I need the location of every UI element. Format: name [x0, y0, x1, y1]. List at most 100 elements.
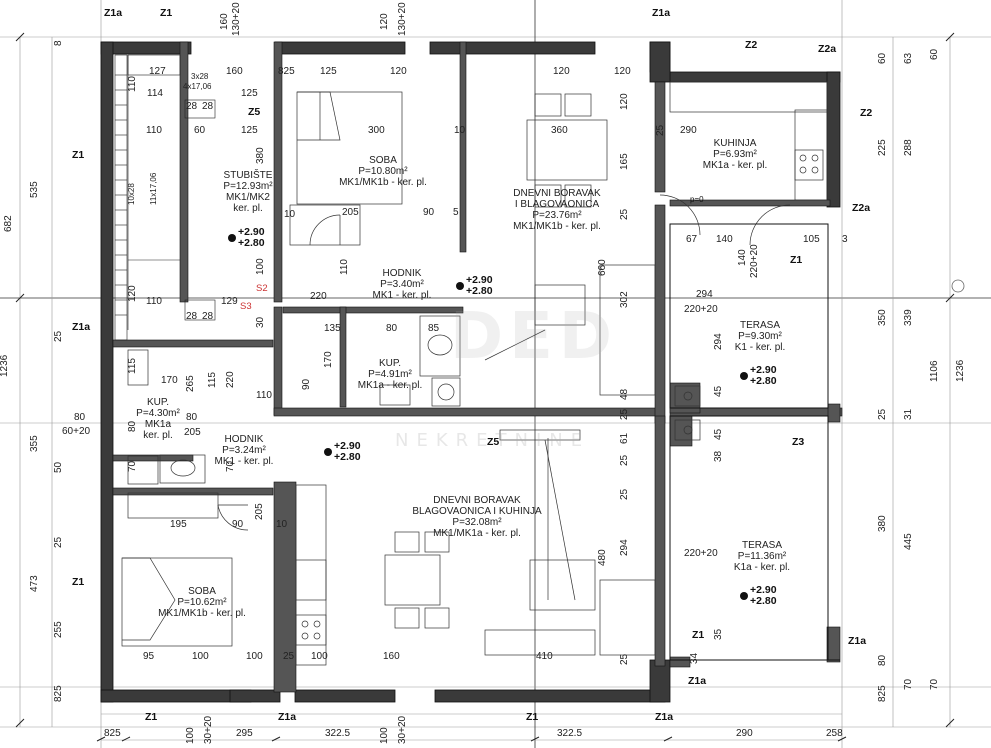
- room-name-2: BLAGOVAONICA I KUHINJA: [412, 506, 542, 517]
- inner-dim: 45: [713, 428, 724, 440]
- inner-dim: 100: [255, 258, 266, 275]
- level-markers: [228, 234, 748, 600]
- level-lower: +2.80: [750, 375, 777, 387]
- inner-dim: 60: [194, 125, 206, 136]
- inner-dim: 80: [127, 420, 138, 432]
- inner-dim: 90: [423, 207, 435, 218]
- level-label: +2.90+2.80: [334, 441, 361, 463]
- left-dim: 473: [29, 575, 40, 592]
- inner-dim: 25: [619, 208, 630, 220]
- inner-dim: 360: [551, 125, 568, 136]
- room-stubiste: STUBIŠTE P=12.93m² MK1/MK2 ker. pl.: [223, 170, 272, 214]
- inner-dim: 67: [686, 234, 698, 245]
- bottom-dim: 100: [185, 727, 196, 744]
- right-dim: 225: [877, 139, 888, 156]
- wall-label: Z1: [692, 629, 705, 641]
- wall-label: Z1a: [652, 7, 671, 19]
- right-dim: 80: [877, 654, 888, 666]
- room-kup-top: KUP. P=4.91m² MK1a - ker. pl.: [358, 358, 422, 391]
- inner-dim: 205: [184, 427, 201, 438]
- room-name: DNEVNI BORAVAK: [513, 188, 601, 199]
- room-kup-left: KUP. P=4.30m² MK1a ker. pl.: [136, 397, 180, 441]
- bottom-dim: 322.5: [557, 728, 583, 739]
- room-area: P=11.36m²: [737, 551, 787, 562]
- wall-label: Z5: [487, 436, 500, 448]
- top-dim: 130+20: [231, 2, 242, 36]
- room-hodnik-bottom: HODNIK P=3.24m² MK1 - ker. pl.: [215, 434, 274, 467]
- inner-dim: 100: [246, 651, 263, 662]
- inner-dim: 10: [276, 519, 288, 530]
- inner-dim: 170: [161, 375, 178, 386]
- level-upper: +2.90: [238, 226, 265, 238]
- inner-dim: 125: [320, 66, 337, 77]
- inner-dim: 220+20: [684, 548, 718, 559]
- inner-dim: 114: [147, 88, 163, 99]
- room-finish: ker. pl.: [233, 203, 263, 214]
- room-area: P=10.62m²: [177, 597, 227, 608]
- level-upper: +2.90: [750, 584, 777, 596]
- inner-dim: 38: [713, 450, 724, 462]
- room-terasa-bottom: TERASA P=11.36m² K1a - ker. pl.: [734, 540, 790, 573]
- left-dim: 535: [29, 181, 40, 198]
- right-dim: 1236: [955, 359, 966, 382]
- inner-dim: 205: [254, 503, 265, 520]
- right-dim: 63: [903, 52, 914, 64]
- room-dnevni-bottom: DNEVNI BORAVAK BLAGOVAONICA I KUHINJA P=…: [412, 495, 541, 539]
- left-dim: 825: [53, 685, 64, 702]
- room-area: P=3.40m²: [380, 279, 424, 290]
- inner-dim: 90: [232, 519, 244, 530]
- level-lower: +2.80: [334, 451, 361, 463]
- inner-dim: 34: [689, 652, 700, 664]
- inner-dim: 35: [713, 628, 724, 640]
- inner-dim: 380: [255, 147, 266, 164]
- inner-dim: 10: [454, 125, 466, 136]
- inner-dim: 129: [221, 296, 238, 307]
- room-material: MK1a: [144, 419, 172, 430]
- top-dim: 130+20: [397, 2, 408, 36]
- inner-dim: 105: [803, 234, 820, 245]
- level-upper: +2.90: [750, 364, 777, 376]
- bottom-dim: 30+20: [203, 715, 214, 744]
- inner-dim: 25: [655, 124, 666, 136]
- inner-dim: 160: [383, 651, 400, 662]
- wall-label: Z1: [72, 576, 85, 588]
- inner-dim: 660: [597, 259, 608, 276]
- room-name: DNEVNI BORAVAK: [433, 495, 521, 506]
- inner-dim: 3x28: [191, 72, 209, 81]
- bottom-dim: 825: [104, 728, 121, 739]
- room-name-2: I BLAGOVAONICA: [514, 199, 600, 210]
- inner-dim: 265: [185, 375, 196, 392]
- doors: [217, 194, 791, 601]
- left-dim: 8: [53, 40, 64, 46]
- right-dim: 70: [903, 678, 914, 690]
- inner-dim: 125: [241, 125, 258, 136]
- level-label: +2.90+2.80: [750, 365, 777, 387]
- left-dim: 682: [3, 215, 14, 232]
- right-dim: 31: [903, 408, 914, 420]
- wall-label: Z1a: [655, 711, 674, 723]
- room-finish: MK1/MK1a - ker. pl.: [433, 528, 521, 539]
- inner-dim: 48: [619, 388, 630, 400]
- inner-dim: 294: [619, 539, 630, 556]
- inner-dim: 80: [186, 412, 198, 423]
- right-dim: 825: [877, 685, 888, 702]
- room-hodnik-top: HODNIK P=3.40m² MK1 - ker. pl.: [373, 268, 432, 301]
- inner-dim: 195: [170, 519, 187, 530]
- inner-dim: 125: [241, 88, 258, 99]
- wall-label: Z1a: [848, 635, 867, 647]
- inner-dim: 110: [256, 390, 272, 401]
- level-label: +2.90+2.80: [750, 585, 777, 607]
- wall-label: Z1: [790, 254, 803, 266]
- room-area: P=32.08m²: [452, 517, 502, 528]
- section-label: S2: [256, 283, 268, 294]
- inner-dim: 10x28: [127, 183, 136, 205]
- right-dim: 60: [877, 52, 888, 64]
- room-area: P=4.30m²: [136, 408, 180, 419]
- room-name: SOBA: [188, 586, 216, 597]
- inner-dim: 127: [149, 66, 166, 77]
- level-upper: +2.90: [466, 274, 493, 286]
- furniture: [121, 81, 828, 666]
- left-dim: 80: [74, 412, 86, 423]
- wall-label: Z3: [792, 436, 805, 448]
